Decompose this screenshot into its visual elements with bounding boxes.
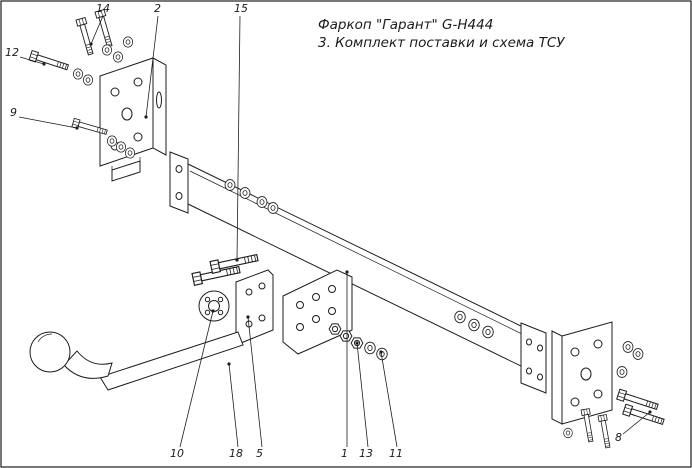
washer [563, 427, 573, 439]
callout-2: 2 [154, 2, 161, 15]
washer [106, 135, 118, 147]
washer [115, 141, 127, 153]
callout-12: 12 [5, 46, 19, 59]
callout-8: 8 [615, 431, 622, 444]
washer [72, 68, 84, 80]
washer [224, 179, 236, 191]
washer [364, 341, 376, 355]
beam-left-end-plate [169, 151, 189, 214]
callout-14: 14 [96, 2, 110, 15]
callout-18: 18 [229, 447, 243, 460]
washer [632, 348, 644, 360]
ball-mount-assembly [29, 251, 274, 391]
washer [482, 325, 494, 339]
washer [112, 51, 124, 63]
washer [468, 318, 480, 332]
callout-9: 9 [10, 106, 17, 119]
callout-13: 13 [359, 447, 373, 460]
washer [256, 196, 268, 208]
washer [454, 310, 466, 324]
nut [339, 330, 353, 342]
ball-neck [63, 350, 113, 379]
washer [124, 147, 136, 159]
ball-mount-flange [235, 269, 274, 344]
washer [122, 36, 134, 48]
bolt [597, 414, 613, 449]
center-bracket [282, 269, 353, 355]
leader-lines [18, 15, 652, 448]
tow-ball [29, 331, 71, 373]
washer [622, 341, 634, 353]
main-beam [169, 151, 547, 394]
washer [239, 187, 251, 199]
washer [616, 366, 628, 378]
callout-5: 5 [256, 447, 263, 460]
beam-right-end-plate [520, 322, 547, 394]
washer [82, 74, 94, 86]
callout-labels: 14 2 15 12 9 10 18 5 1 13 11 8 [5, 2, 622, 460]
title-line-2: 3. Комплект поставки и схема ТСУ [318, 35, 565, 52]
round-flange [198, 290, 230, 322]
callout-10: 10 [170, 447, 184, 460]
washer [267, 202, 279, 214]
nut [328, 323, 342, 335]
ball-arm [99, 331, 244, 391]
mounting-bracket-right [551, 321, 666, 449]
mounting-bracket-left [28, 9, 167, 182]
bolt [75, 17, 96, 57]
callout-11: 11 [389, 447, 403, 460]
callout-1: 1 [341, 447, 348, 460]
title-line-1: Фаркоп "Гарант" G-H444 [318, 17, 494, 33]
callout-15: 15 [234, 2, 248, 15]
drawing-title: Фаркоп "Гарант" G-H444 3. Комплект поста… [318, 16, 565, 52]
washer [101, 44, 113, 56]
bolt [616, 388, 660, 413]
bolt [622, 403, 666, 428]
